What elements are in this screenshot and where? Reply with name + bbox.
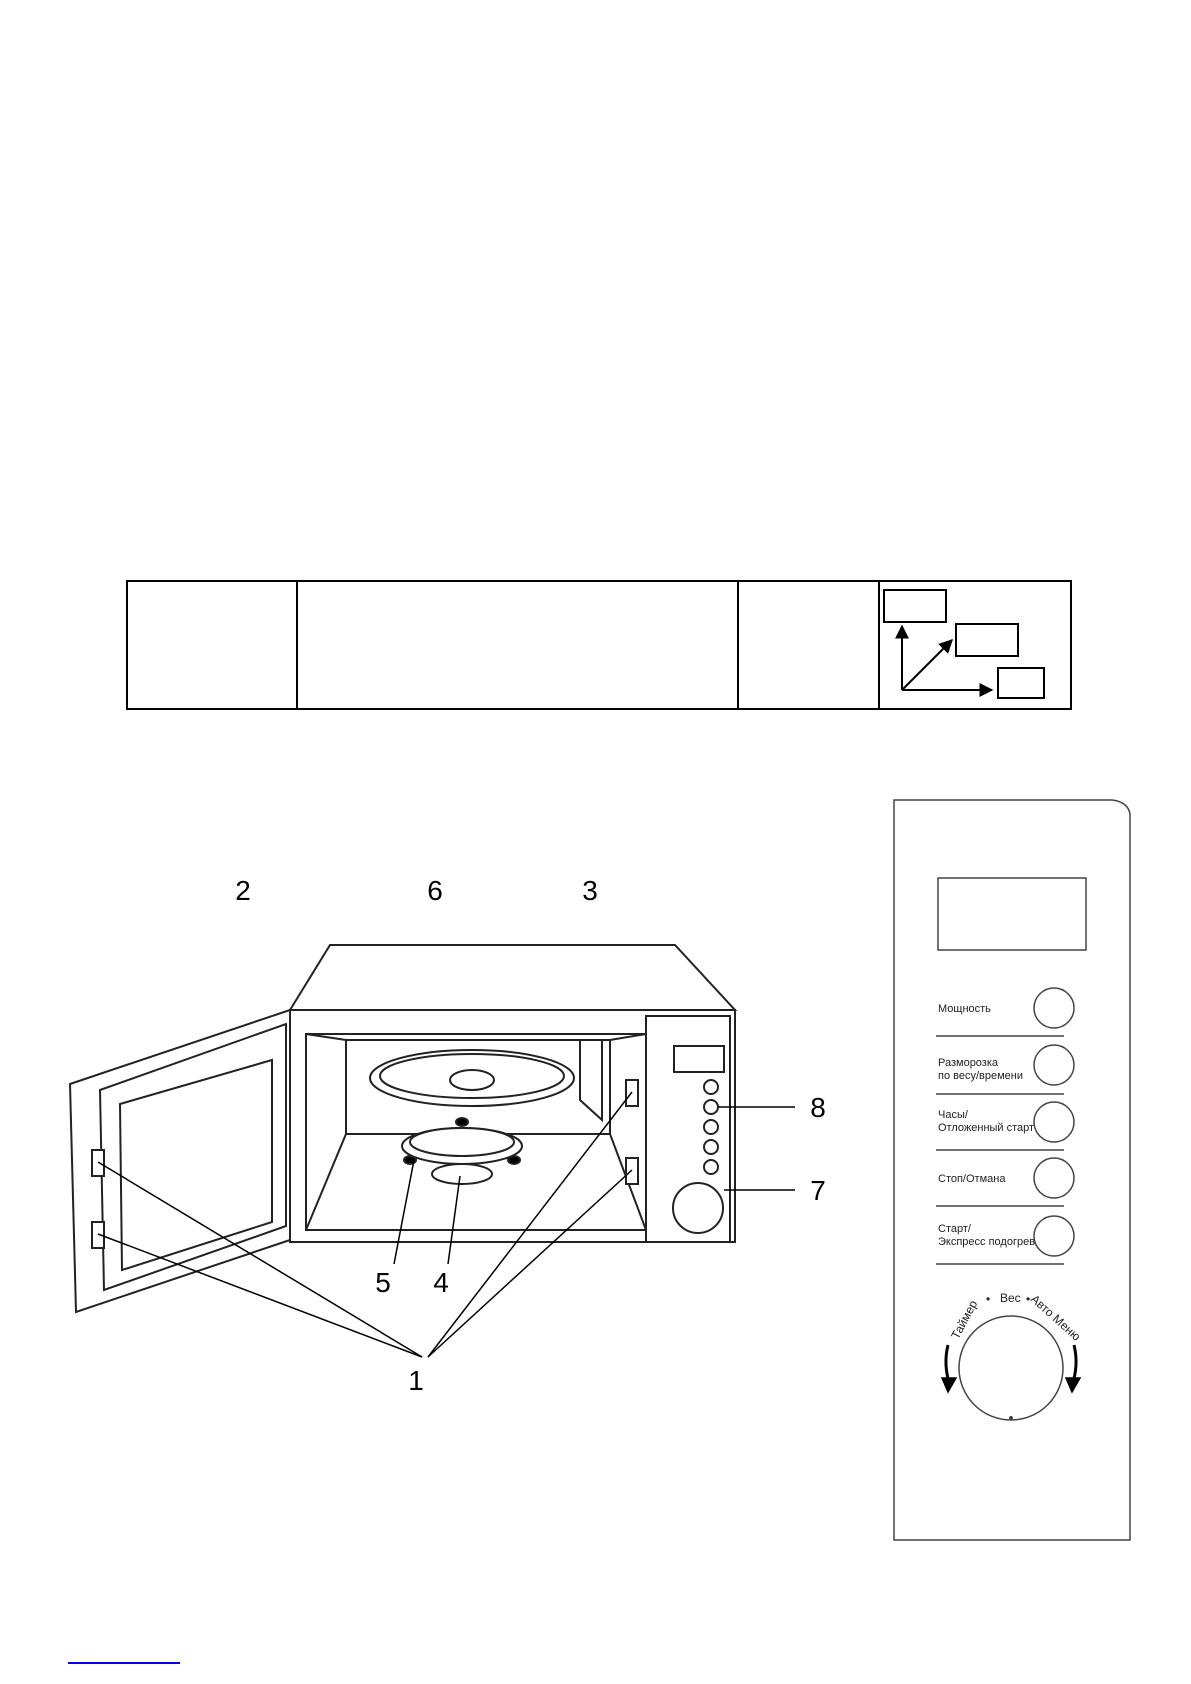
callout-labels: 1 2 3 4 5 6 7 8 bbox=[235, 875, 826, 1396]
callout-label: 5 bbox=[375, 1267, 391, 1298]
panel-label-stop: Стоп/Отмана bbox=[938, 1173, 1006, 1185]
spec-table bbox=[126, 580, 1072, 710]
microwave-body bbox=[288, 944, 738, 1243]
callout-label: 2 bbox=[235, 875, 251, 906]
callout-label: 1 bbox=[408, 1365, 424, 1396]
svg-text:•: • bbox=[986, 1292, 990, 1306]
callout-label: 3 bbox=[582, 875, 598, 906]
svg-text:•: • bbox=[1026, 1292, 1030, 1306]
microwave-door bbox=[68, 1008, 291, 1314]
spec-cell-1 bbox=[128, 582, 298, 708]
callout-label: 7 bbox=[810, 1175, 826, 1206]
panel-label-power: Мощность bbox=[938, 1003, 991, 1015]
spec-cell-3 bbox=[739, 582, 880, 708]
dial-label-timer: Таймер bbox=[948, 1298, 980, 1342]
panel-label-clock: Часы/ Отложенный старт bbox=[938, 1109, 1034, 1134]
dial-label-automenu: Авто Меню bbox=[1028, 1292, 1083, 1344]
callout-label: 4 bbox=[433, 1267, 449, 1298]
callout-leader-lines bbox=[97, 1091, 795, 1358]
turntable-parts bbox=[369, 1049, 575, 1185]
dial-label-weight: Вес bbox=[1000, 1291, 1021, 1305]
panel-label-defrost: Разморозка по весу/времени bbox=[938, 1057, 1023, 1082]
footer-link-underline[interactable] bbox=[68, 1662, 180, 1664]
control-panel-labels: Мощность Разморозка по весу/времени Часы… bbox=[938, 1003, 1083, 1344]
callout-label: 8 bbox=[810, 1092, 826, 1123]
control-panel bbox=[893, 799, 1131, 1541]
spec-cell-2 bbox=[298, 582, 739, 708]
panel-label-start: Старт/ Экспресс подогрев bbox=[938, 1223, 1035, 1248]
callout-label: 6 bbox=[427, 875, 443, 906]
spec-cell-axes bbox=[880, 582, 1070, 708]
